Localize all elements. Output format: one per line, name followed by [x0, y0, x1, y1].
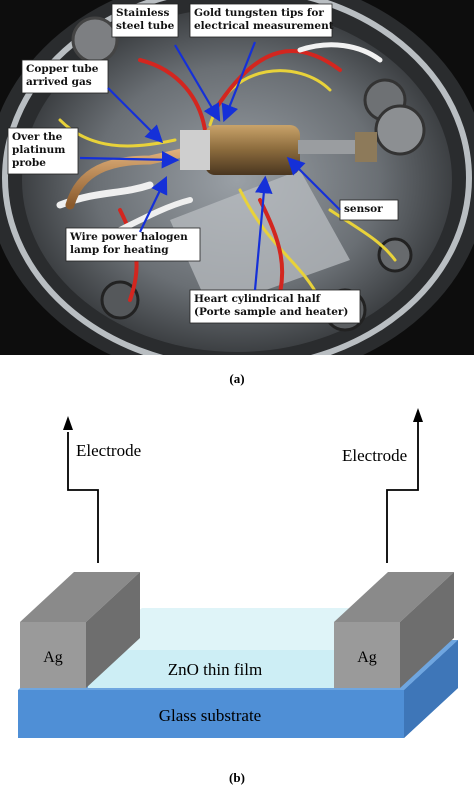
callout-text-line: Heart cylindrical half	[194, 293, 322, 305]
ag-left-label: Ag	[43, 649, 63, 666]
ag-block-right	[334, 572, 454, 688]
callout-arrows	[79, 41, 341, 291]
callout-sensor: sensor	[339, 199, 399, 221]
callout-text-line: electrical measurement	[194, 20, 334, 32]
callout-heart: Heart cylindrical half(Porte sample and …	[189, 289, 361, 324]
callout-box	[189, 289, 361, 324]
sensor-schematic: Electrode Electrode Ag Ag ZnO thin film …	[18, 408, 458, 785]
ag-block-left	[20, 572, 140, 688]
callout-text-line: steel tube	[116, 20, 175, 32]
callout-text-line: Copper tube	[26, 63, 99, 75]
caption-a-wrapper: (a)	[229, 371, 244, 386]
callout-box	[65, 227, 201, 262]
zno-film-label: ZnO thin film	[168, 660, 262, 679]
callout-text-line: Stainless	[116, 7, 169, 19]
glass-substrate-label: Glass substrate	[159, 706, 261, 725]
wires	[56, 42, 397, 312]
electrode-right-label: Electrode	[342, 446, 407, 465]
callout-text-line: (Porte sample and heater)	[194, 306, 348, 318]
callout-text-line: Gold tungsten tips for	[194, 7, 324, 19]
callout-text-line: sensor	[344, 203, 383, 215]
ag-right-label: Ag	[357, 649, 377, 666]
chamber-bowl	[22, 8, 452, 352]
callout-text-line: probe	[12, 157, 46, 169]
chamber-rim-highlight	[2, 0, 472, 355]
callout-box	[189, 3, 333, 38]
caption-a: (a)	[229, 371, 244, 386]
callout-box	[21, 59, 109, 94]
callout-text-line: Over the	[12, 131, 63, 143]
heater-cylinder	[180, 125, 377, 175]
zno-film	[88, 608, 388, 688]
electrode-right-arrowhead	[413, 408, 423, 422]
callout-box	[111, 3, 179, 38]
callout-text-line: arrived gas	[26, 76, 92, 88]
electrode-left-label: Electrode	[76, 441, 141, 460]
callout-text-line: platinum	[12, 144, 65, 156]
callout-box	[7, 127, 79, 175]
electrode-leads	[67, 422, 419, 563]
electrode-left-arrowhead	[63, 416, 73, 430]
callout-text-line: Wire power halogen	[69, 231, 188, 243]
caption-b: (b)	[229, 770, 245, 785]
callout-text-line: lamp for heating	[70, 244, 169, 256]
